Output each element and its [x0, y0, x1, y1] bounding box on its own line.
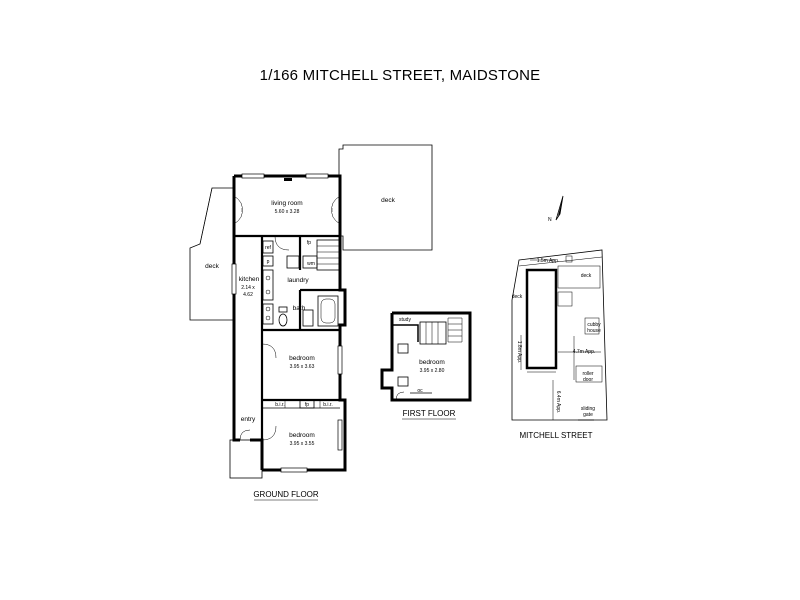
window — [241, 173, 265, 179]
north-label: N — [548, 217, 552, 223]
site-deck-right: deck — [581, 273, 592, 279]
bedroom-1-label: bedroom — [289, 355, 315, 362]
bath-label: bath — [293, 305, 306, 312]
laundry-label: laundry — [287, 277, 309, 284]
site-dim-top: 1.5m App. — [537, 258, 560, 264]
site-dim-left: 1.8m App. — [516, 341, 522, 364]
ground-floor-label: GROUND FLOOR — [253, 490, 319, 499]
street-label: MITCHELL STREET — [519, 431, 592, 440]
oc-label: oc — [417, 388, 423, 394]
plan-title: 1/166 MITCHELL STREET, MAIDSTONE — [260, 67, 541, 84]
study-label: study — [399, 317, 411, 323]
deck-left-outline — [189, 187, 235, 321]
ref-label: ref — [265, 245, 271, 251]
kitchen-dims-a: 2.14 x — [241, 285, 255, 291]
bedroom-2-dims: 3.95 x 3.55 — [290, 441, 315, 447]
roller-door-label-b: door — [583, 377, 593, 383]
roller-door-label-a: roller — [582, 371, 593, 377]
first-floor-label: FIRST FLOOR — [403, 409, 456, 418]
first-floor-bedroom-dims: 3.95 x 2.80 — [420, 368, 445, 374]
skylight-2 — [397, 376, 409, 387]
bathtub — [317, 295, 339, 327]
first-floor-stairs — [419, 317, 463, 345]
fp-bottom-label: fp — [305, 402, 309, 408]
bedroom-2-label: bedroom — [289, 432, 315, 439]
first-floor-plan: study bedroom 3.95 x 2.80 oc FIRST FLOOR — [380, 311, 472, 420]
site-building — [525, 268, 558, 370]
site-plan: 1.5m App. deck deck cubby house 1.8m App… — [511, 249, 608, 440]
bir-left-label: b.i.r. — [275, 402, 284, 408]
deck-left-label: deck — [205, 263, 219, 270]
window — [305, 173, 329, 179]
toilet — [278, 313, 288, 327]
bedroom-1-dims: 3.95 x 3.63 — [290, 364, 315, 370]
sliding-gate-label-a: sliding — [581, 406, 595, 412]
entry-label: entry — [241, 416, 256, 423]
bir-right-label: b.i.r. — [323, 402, 332, 408]
wm-label: wm — [307, 261, 315, 267]
fp-top-label: fp — [307, 240, 311, 246]
site-boundary — [511, 249, 608, 421]
pantry — [262, 255, 274, 267]
vanity — [302, 309, 314, 327]
fridge — [262, 240, 274, 254]
site-deck-left: deck — [512, 294, 523, 300]
skylight-1 — [397, 343, 409, 354]
ground-floor-plan: living room 5.60 x 3.28 deck deck kitche… — [189, 144, 433, 501]
living-room-dims: 5.60 x 3.28 — [275, 209, 300, 215]
first-floor-bedroom-label: bedroom — [419, 359, 445, 366]
site-dim-bottom: 6.4m App. — [555, 391, 561, 414]
kitchen-label: kitchen — [239, 276, 260, 283]
sliding-gate-label-b: gate — [583, 412, 593, 418]
north-arrow-icon: N — [548, 195, 564, 223]
laundry-trough — [286, 255, 300, 269]
cubby-house-label-b: house — [587, 328, 601, 334]
first-floor-walls — [380, 311, 472, 402]
deck-top-label: deck — [381, 197, 395, 204]
deck-stairs — [316, 239, 342, 271]
living-room-label: living room — [271, 200, 302, 207]
cubby-house-label-a: cubby — [587, 322, 601, 328]
entry-porch — [229, 439, 263, 479]
pantry-label: p — [267, 259, 270, 265]
washing-machine — [302, 255, 318, 269]
site-dim-right: 4.7m App. — [573, 349, 596, 355]
kitchen-dims-b: 4.62 — [243, 292, 253, 298]
